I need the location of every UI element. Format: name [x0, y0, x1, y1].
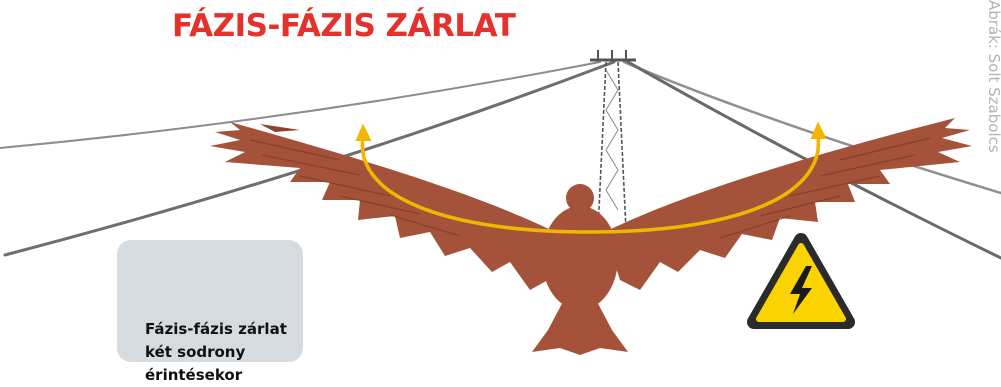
power-line-left-upper	[0, 62, 600, 148]
info-box: Fázis-fázis zárlat két sodrony érintések…	[117, 240, 303, 362]
diagram-title: FÁZIS-FÁZIS ZÁRLAT	[172, 8, 515, 44]
bird-of-prey-icon	[210, 118, 972, 355]
power-pylon-icon	[590, 50, 636, 230]
high-voltage-warning-icon	[754, 240, 848, 322]
info-box-text: Fázis-fázis zárlat két sodrony érintések…	[145, 318, 295, 387]
image-credit: Ábrák: Solt Szabolcs	[985, 0, 1001, 153]
